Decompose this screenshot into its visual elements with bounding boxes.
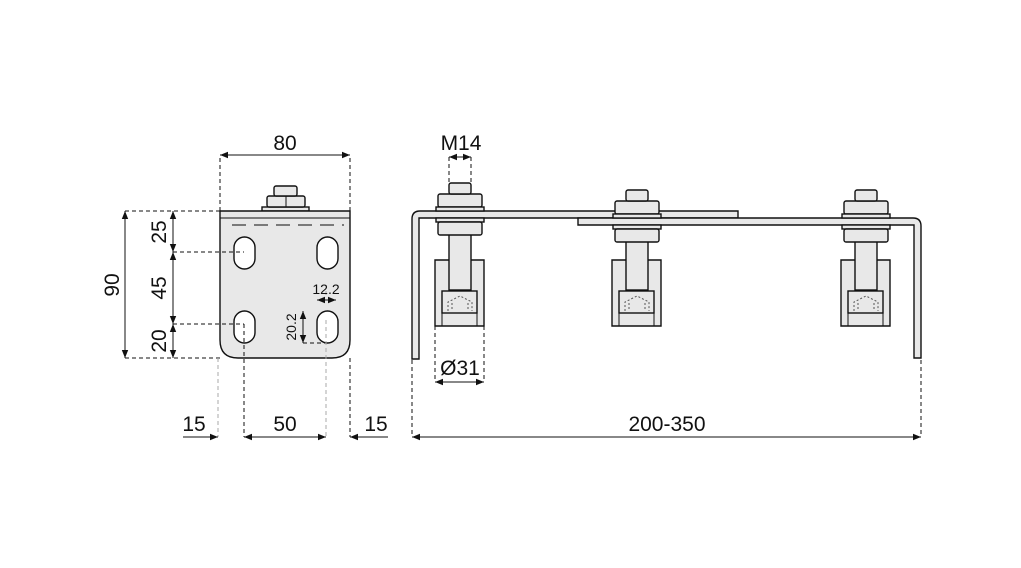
- slot-top-right: [316, 236, 339, 270]
- roller-assembly-2: [611, 189, 662, 327]
- bottom-segment-right: 15: [364, 413, 387, 436]
- slot-width-dimension: 12.2: [312, 281, 339, 297]
- segment-20: 20: [148, 329, 171, 352]
- segment-45: 45: [148, 276, 171, 299]
- roller-assembly-3: [840, 189, 891, 327]
- slot-height-dimension: 20.2: [283, 313, 299, 340]
- height-dimension: 90: [101, 273, 124, 296]
- bracket-arm-right: [577, 217, 922, 359]
- bolt-head: [273, 185, 298, 197]
- bolt-dimension: M14: [441, 132, 482, 155]
- length-dimension: 200-350: [628, 413, 705, 436]
- bracket-arm-left: [411, 210, 739, 360]
- slot-bottom-right: [316, 310, 339, 344]
- roller-assembly-1: [434, 182, 485, 327]
- bottom-segment-middle: 50: [273, 413, 296, 436]
- roller-diameter-dimension: Ø31: [440, 357, 480, 380]
- side-view: M14 Ø31 200-350: [411, 132, 922, 441]
- bottom-segment-left: 15: [182, 413, 205, 436]
- segment-25: 25: [148, 220, 171, 243]
- front-view: 80 90 25 45 20 12.2 20.2 15 50 15: [101, 132, 388, 441]
- width-dimension: 80: [273, 132, 296, 155]
- slot-top-left: [233, 236, 256, 270]
